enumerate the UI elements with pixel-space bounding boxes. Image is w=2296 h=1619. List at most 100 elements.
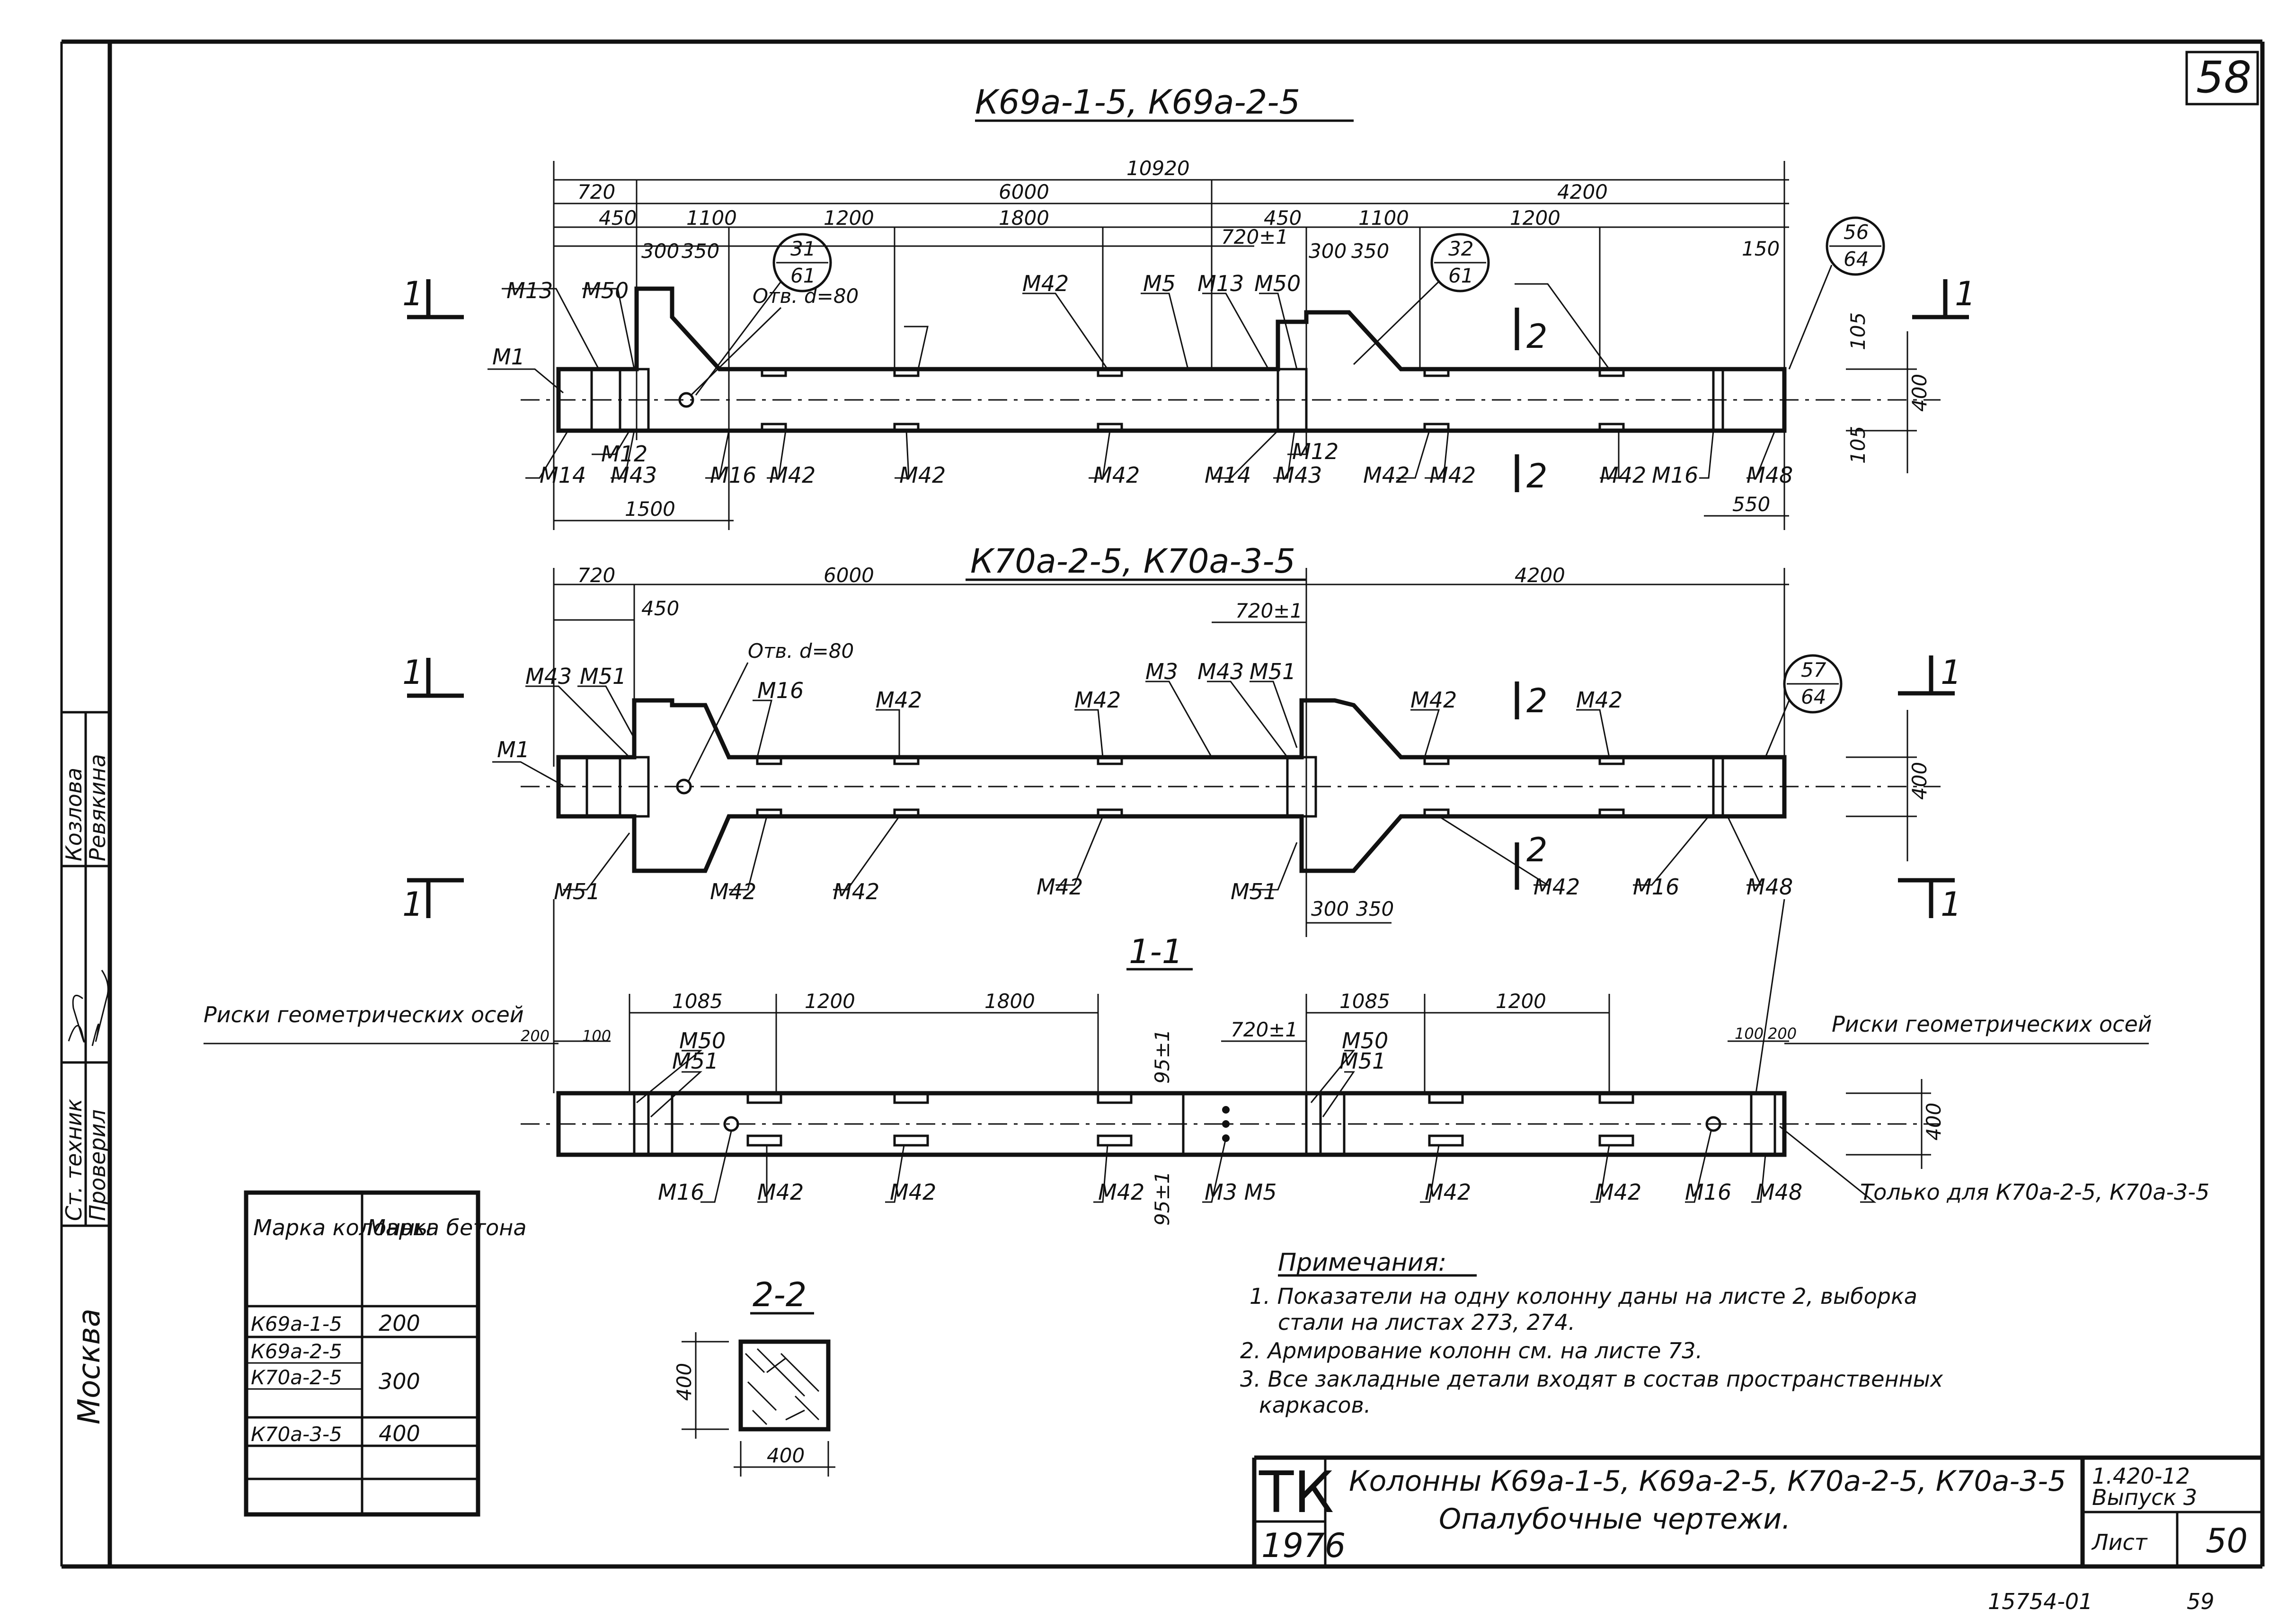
- dim-c-200b: 200: [1768, 1025, 1797, 1043]
- table-cell: К70а-3-5: [251, 1423, 342, 1446]
- mark-c: М51: [1339, 1048, 1386, 1074]
- dim-a-1200b: 1200: [1510, 206, 1560, 230]
- mark-c: М16: [1685, 1179, 1731, 1205]
- svg-text:61: 61: [790, 264, 816, 287]
- svg-text:1: 1: [1941, 885, 1962, 924]
- mark-a: М50: [1254, 271, 1301, 296]
- mark-b: М51: [580, 664, 626, 689]
- mark-b: М48: [1746, 874, 1793, 900]
- table-header-col1: Марка колонны: [253, 1215, 432, 1240]
- note-3a: 3. Все закладные детали входят в состав …: [1240, 1366, 1943, 1392]
- mark-b: М16: [757, 678, 804, 703]
- note-2: 2. Армирование колонн см. на листе 73.: [1240, 1338, 1702, 1363]
- mark-b: М51: [1250, 659, 1296, 684]
- svg-text:1: 1: [402, 274, 424, 313]
- mark-a: М16: [1652, 462, 1698, 488]
- mark-a: М42: [769, 462, 816, 488]
- view-a-title: К69а-1-5, К69а-2-5: [975, 83, 1300, 122]
- svg-text:2: 2: [1526, 681, 1548, 720]
- hole-note-b: Отв. d=80: [748, 639, 854, 663]
- note-1b: стали на листах 273, 274.: [1278, 1309, 1575, 1335]
- table-header-col2: Марка бетона: [367, 1215, 527, 1240]
- dim-a-105a: 105: [1846, 312, 1870, 350]
- dim-c-400: 400: [1922, 1103, 1945, 1141]
- mark-c: М42: [1595, 1179, 1641, 1205]
- svg-text:2: 2: [1526, 831, 1548, 869]
- dim-b-720tol: 720±1: [1235, 599, 1303, 622]
- issue: Выпуск 3: [2092, 1485, 2197, 1510]
- mark-c: М3 М5: [1205, 1179, 1277, 1205]
- view-a-embeds: [761, 368, 1625, 432]
- dim-c-100: 100: [582, 1027, 611, 1045]
- sheet-number: 50: [2206, 1522, 2248, 1560]
- mark-a: М14: [1205, 462, 1251, 488]
- svg-text:1: 1: [1955, 274, 1976, 313]
- mark-c: М50: [679, 1028, 726, 1053]
- mark-a: М42: [1093, 462, 1140, 488]
- svg-text:1: 1: [402, 653, 424, 692]
- view-b-title: К70а-2-5, К70а-3-5: [970, 542, 1295, 581]
- mark-a: М48: [1746, 462, 1793, 488]
- mark-a: М42: [899, 462, 946, 488]
- svg-text:31: 31: [790, 237, 816, 260]
- sheet-label: Лист: [2091, 1530, 2148, 1555]
- dim-a-150: 150: [1742, 237, 1780, 260]
- table-cell: К69а-2-5: [251, 1340, 342, 1363]
- section-1-1-column: [521, 1091, 1941, 1157]
- section-mark: 1: [402, 653, 464, 698]
- mark-b: М43: [1197, 659, 1244, 684]
- circled-ref: 32 61: [1353, 233, 1490, 365]
- mark-b: М42: [1576, 687, 1622, 713]
- section-mark: 1: [1912, 274, 1976, 319]
- dim-a-550: 550: [1732, 493, 1770, 516]
- svg-text:32: 32: [1448, 237, 1473, 260]
- mark-b: М42: [876, 687, 922, 713]
- dim-a-1800: 1800: [999, 206, 1049, 230]
- dim-a-1100b: 1100: [1358, 206, 1409, 230]
- mark-c: М48: [1756, 1179, 1802, 1205]
- stamp-name-2: Ревякина: [85, 754, 110, 861]
- section-1-1-title: 1-1: [1129, 932, 1183, 971]
- dim-b-300: 300: [1311, 897, 1349, 920]
- dim-a-4200: 4200: [1557, 180, 1608, 203]
- mark-a: М13: [1197, 271, 1244, 296]
- dim-a-1500: 1500: [625, 497, 675, 521]
- section-mark: 1: [402, 274, 464, 319]
- dim-b-400: 400: [1908, 762, 1931, 800]
- stamp-role-2: Проверил: [85, 1109, 110, 1221]
- section-mark: 1: [1898, 653, 1962, 696]
- mark-b: М42: [1037, 874, 1083, 900]
- title-line-1: Колонны К69а-1-5, К69а-2-5, К70а-2-5, К7…: [1349, 1465, 2066, 1498]
- view-a-dimensions: [553, 161, 1917, 530]
- mark-b: М3: [1145, 659, 1178, 684]
- view-b-dimensions: [553, 568, 1917, 937]
- svg-text:61: 61: [1448, 264, 1473, 287]
- mark-b: М42: [1410, 687, 1457, 713]
- view-b-column: [521, 698, 1941, 873]
- mark-a: М16: [710, 462, 756, 488]
- dim-c-1085b: 1085: [1339, 990, 1390, 1013]
- mark-a: М1: [492, 344, 525, 370]
- section-mark: 2 2: [1515, 681, 1548, 890]
- mark-a: М50: [582, 278, 629, 303]
- mark-c: М42: [1098, 1179, 1144, 1205]
- mark-a: М13: [506, 278, 553, 303]
- dim-b-450: 450: [641, 597, 679, 620]
- svg-text:1: 1: [1941, 653, 1962, 692]
- view-a-column: [521, 286, 1941, 433]
- mark-a: М42: [1600, 462, 1646, 488]
- mark-b: М42: [833, 879, 879, 904]
- title-block: [1252, 1455, 2262, 1566]
- mark-a: М42: [1022, 271, 1069, 296]
- notes-heading: Примечания:: [1278, 1248, 1446, 1277]
- dim-a-450b: 450: [1264, 206, 1302, 230]
- mark-c: М50: [1342, 1028, 1388, 1053]
- mark-b: М16: [1633, 874, 1679, 900]
- mark-a: М5: [1143, 271, 1176, 296]
- section-mark: 1: [1898, 878, 1962, 924]
- dim-22-h: 400: [673, 1363, 696, 1401]
- sheet-frame: [60, 39, 2265, 1569]
- dim-c-95b: 95±1: [1151, 1171, 1174, 1226]
- mark-a: М43: [1276, 462, 1322, 488]
